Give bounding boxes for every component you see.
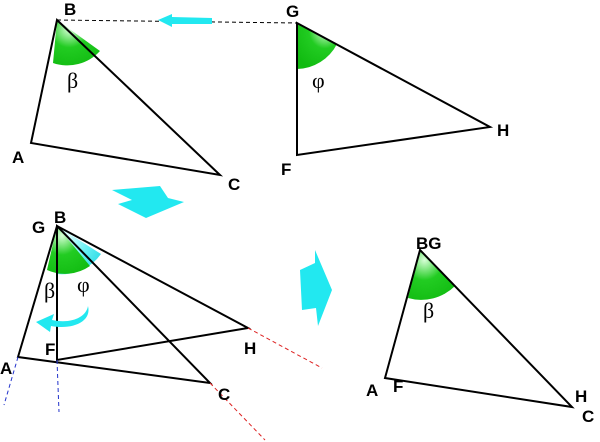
- beta-label: β: [67, 68, 78, 93]
- beta-label-overlay: β: [44, 278, 55, 303]
- vertex-f-label-overlay: F: [45, 340, 55, 359]
- triangle-gfh-overlay: [56, 224, 252, 362]
- dashed-extension-bh: [247, 327, 323, 369]
- vertex-b-label-overlay: B: [54, 208, 66, 227]
- triangle-fgh-top-right: G F H φ: [281, 2, 509, 179]
- triangle-result-outline: [383, 248, 575, 409]
- right-arrow-icon: [300, 250, 332, 326]
- rotate-arrow-icon: [36, 306, 89, 332]
- left-arrow-icon: [158, 14, 212, 27]
- vertex-a-label-overlay: A: [0, 359, 12, 378]
- phi-label-overlay: φ: [77, 272, 90, 297]
- vertex-f-label: F: [281, 160, 291, 179]
- triangle-abc-outline: [29, 18, 224, 177]
- vertex-g-label-overlay: G: [32, 218, 45, 237]
- vertex-b-label: B: [64, 0, 76, 19]
- phi-angle-arc: [297, 23, 337, 69]
- vertex-h-label-result: H: [575, 387, 587, 406]
- beta-label-result: β: [423, 298, 434, 323]
- triangle-overlay-bottom-left: G B A F H C β φ: [0, 208, 323, 441]
- vertex-h-label: H: [497, 121, 509, 140]
- vertex-f-label-result: F: [393, 377, 403, 396]
- vertex-c-label: C: [228, 175, 240, 194]
- vertex-a-label: A: [12, 148, 24, 167]
- triangle-abc-overlay: [16, 224, 213, 385]
- beta-angle-arc-result: [408, 250, 455, 300]
- phi-label: φ: [312, 68, 325, 93]
- down-arrow-icon: [112, 186, 184, 218]
- dashed-extension-bc: [209, 382, 266, 441]
- vertex-bg-label: BG: [416, 234, 442, 253]
- dashed-extension-ba: [3, 356, 19, 406]
- vertex-g-label: G: [286, 2, 299, 21]
- triangle-abc-top-left: B A C β: [12, 0, 240, 194]
- vertex-a-label-result: A: [366, 381, 378, 400]
- vertex-h-label-overlay: H: [244, 339, 256, 358]
- vertex-c-label-result: C: [582, 407, 594, 426]
- triangle-fgh-outline: [296, 21, 494, 157]
- dashed-extension-gf: [56, 359, 60, 413]
- triangle-result-bottom-right: BG A F H C β: [366, 234, 594, 426]
- beta-angle-arc: [53, 20, 100, 66]
- vertex-c-label-overlay: C: [218, 385, 230, 404]
